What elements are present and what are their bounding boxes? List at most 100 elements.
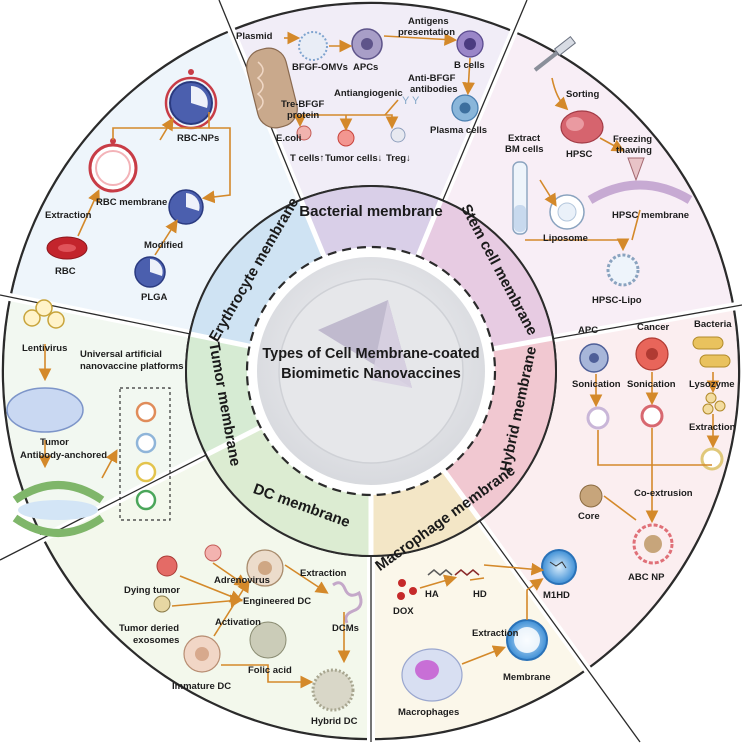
folic-acid-icon [249,621,287,659]
label-modified: Modified [144,240,183,251]
label-sonication-1: Sonication [572,379,621,390]
label-liposome: Liposome [543,233,588,244]
label-bfgf-omvs: BFGF-OMVs [292,62,348,73]
label-extraction-mac: Extraction [472,628,519,639]
membrane-bilayer-icon [12,481,105,504]
label-membrane: Membrane [503,672,551,683]
label-bacteria: Bacteria [694,319,732,330]
label-exosomes-2: exosomes [133,635,179,646]
cancer-vesicle-icon [640,404,664,428]
apc-vesicle-icon [586,406,610,430]
label-trebfgf-2: protein [287,110,319,121]
center-title-line2: Biomimetic Nanovaccines [281,366,461,382]
label-apcs: APCs [353,62,378,73]
label-sorting: Sorting [566,89,599,100]
label-rbc-nps: RBC-NPs [177,133,219,144]
label-extraction-ery: Extraction [45,210,92,221]
label-folic-acid: Folic acid [248,665,292,676]
label-m1hd: M1HD [543,590,570,601]
tumor-cell-icon [337,129,355,147]
label-co-extrusion: Co-extrusion [634,488,693,499]
label-plasmid: Plasmid [236,31,273,42]
label-extract-2: BM cells [505,144,544,155]
label-adenovirus: Adrenovirus [214,575,270,586]
label-extraction: Extraction [689,422,736,433]
label-plga: PLGA [141,292,168,303]
dying-tumor-icon [156,555,178,577]
label-universal-2: nanovaccine platforms [80,361,183,372]
label-rbc-membrane: RBC membrane [96,197,167,208]
label-engineered-dc: Engineered DC [243,596,311,607]
hybrid-panel: APC Cancer Bacteria Sonication Sonicatio… [572,319,736,583]
omv-icon [298,31,328,61]
tumor-panel: Lentivirus Universal artificial nanovacc… [6,299,183,537]
label-lysozyme: Lysozyme [689,379,735,390]
label-universal-1: Universal artificial [80,349,162,360]
label-presentation: presentation [398,27,455,38]
label-tcells: T cells↑ [290,153,324,164]
label-bcells: B cells [454,60,485,71]
label-sonication-2: Sonication [627,379,676,390]
label-core: Core [578,511,600,522]
label-macrophages: Macrophages [398,707,459,718]
label-tumor-cells: Tumor cells↓ [325,153,382,164]
ha-chain-icon [427,569,453,576]
nanovaccine-3-icon [135,461,157,483]
core-icon [579,484,603,508]
center-title-line1: Types of Cell Membrane-coated [262,346,479,362]
macrophage-panel: DOX HA HD M1HD Extraction Membrane Macro… [393,549,577,718]
label-hpsc-lipo: HPSC-Lipo [592,295,642,306]
nanovaccine-2-icon [135,432,157,454]
label-antibfgf-2: antibodies [410,84,458,95]
label-hybrid-dc: Hybrid DC [311,716,358,727]
label-exosomes-1: Tumor deried [119,623,179,634]
bacteria-icon [692,336,724,350]
label-cancer: Cancer [637,322,670,333]
dcms-icon [332,581,363,624]
label-apc: APC [578,325,598,336]
label-dox: DOX [393,606,414,617]
label-dcms: DCMs [332,623,359,634]
label-hpsc: HPSC [566,149,593,160]
label-ha: HA [425,589,439,600]
platform-dashed-box [119,387,171,521]
label-freezing: Freezing [613,134,652,145]
label-hpsc-membrane: HPSC membrane [612,210,689,221]
treg-icon [390,127,406,143]
label-abc-np: ABC NP [628,572,665,583]
label-extract-1: Extract [508,133,541,144]
antibody-icon: Y Y [402,95,420,107]
label-lentivirus: Lentivirus [22,343,67,354]
hpsc-lipo-icon [606,253,640,287]
label-trebfgf-1: Tre-BFGF [281,99,324,110]
hybrid-dc-icon [311,668,355,712]
label-activation: Activation [215,617,261,628]
label-ecoli: E.coli [276,133,301,144]
syringe-icon [533,50,560,72]
adenovirus-icon [204,544,222,562]
nanovaccine-4-icon [135,489,157,511]
lentivirus-icon [23,309,41,327]
label-plasma-cells: Plasma cells [430,125,487,136]
dox-icon [398,579,406,587]
dc-panel: Adrenovirus Dying tumor Engineered DC Ex… [119,544,363,727]
label-antigens: Antigens [408,16,449,27]
m1hd-icon [541,549,577,585]
hpsc-membrane-icon [587,180,693,204]
label-thawing: thawing [616,145,652,156]
nanovaccine-1-icon [135,401,157,423]
exosome-icon [153,595,171,613]
label-treg: Treg↓ [386,153,411,164]
erythrocyte-panel: RBC-NPs Extraction RBC membrane Modified… [45,69,231,303]
label-antibfgf-1: Anti-BFGF [408,73,456,84]
hd-chain-icon [454,569,480,576]
tumor-cell-vesicle-icon [6,387,84,433]
lysozyme-fragments-icon [702,403,714,415]
stem-panel: Sorting Extract BM cells HPSC Freezing t… [505,35,693,306]
ring-label-bacterial: Bacterial membrane [299,203,442,220]
label-antiangiogenic: Antiangiogenic [334,88,403,99]
bacteria-vesicle-icon [700,447,724,471]
label-dying-tumor: Dying tumor [124,585,180,596]
